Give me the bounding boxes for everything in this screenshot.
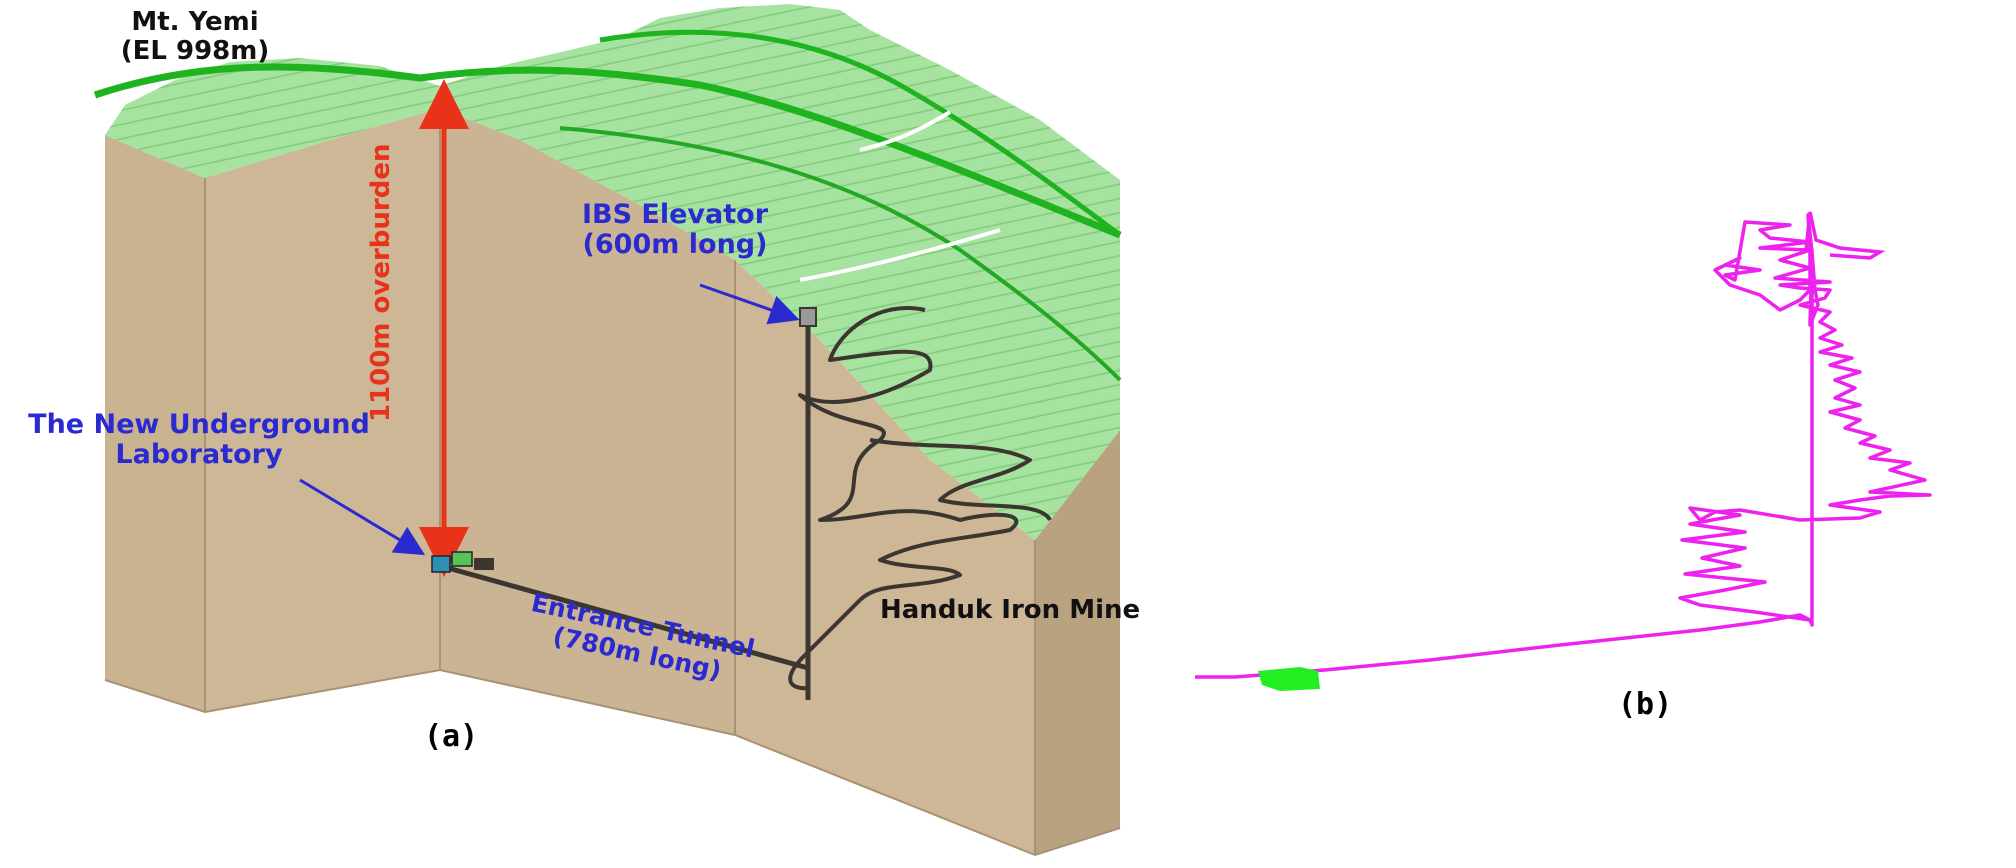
elevator-callout: [699, 283, 800, 325]
rock-face-middle: [440, 108, 735, 735]
laboratory-label: The New Underground Laboratory: [14, 409, 384, 471]
terrain-ridge-main: [93, 63, 1122, 239]
elevator-head: [799, 307, 817, 327]
elevator-label: IBS Elevator (600m long): [570, 199, 780, 261]
shaft-top: [1804, 211, 1886, 260]
terrain-ridge-upper: [599, 29, 1122, 238]
survey-path: [1195, 213, 1932, 679]
rock-face-front: [205, 108, 440, 712]
summit-name: Mt. Yemi: [131, 7, 259, 37]
overburden-label: 1100m overburden: [366, 143, 396, 422]
panel-a-block: [93, 4, 1122, 857]
elevator-length: (600m long): [582, 229, 768, 261]
laboratory-line2: Laboratory: [115, 439, 283, 471]
rock-face-left: [105, 135, 205, 712]
elevator-name: IBS Elevator: [581, 199, 769, 230]
laboratory-model: [431, 551, 494, 573]
mine-label: Handuk Iron Mine: [880, 595, 1141, 625]
panel-a-caption: (a): [424, 719, 479, 754]
lab-footprint: [1258, 667, 1320, 691]
rock-face-side: [1035, 430, 1120, 855]
summit-elevation: (EL 998m): [120, 36, 270, 67]
mine-tunnels: [788, 306, 1052, 691]
entrance-tunnel: [447, 565, 809, 671]
panel-b-caption: (b): [1618, 687, 1673, 722]
summit-label: Mt. Yemi (EL 998m): [95, 7, 295, 67]
terrain-ridge-lower: [559, 126, 1122, 382]
panel-b-plot: [1195, 211, 1932, 691]
laboratory-callout: [299, 478, 426, 556]
laboratory-line1: The New Underground: [28, 409, 370, 440]
